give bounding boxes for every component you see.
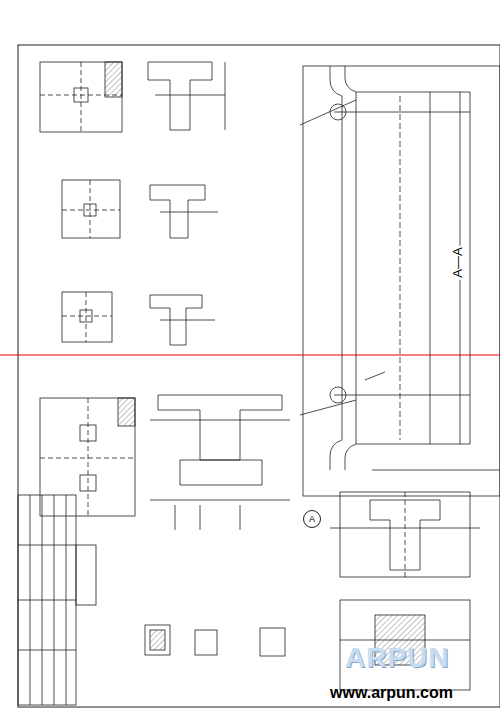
watermark-logo: ARPUN <box>345 642 450 674</box>
watermark-url: www.arpun.com <box>330 684 453 702</box>
section-title: A—A <box>450 245 465 279</box>
section-letter: A <box>309 515 315 524</box>
section-mark-circle: A <box>303 510 321 528</box>
